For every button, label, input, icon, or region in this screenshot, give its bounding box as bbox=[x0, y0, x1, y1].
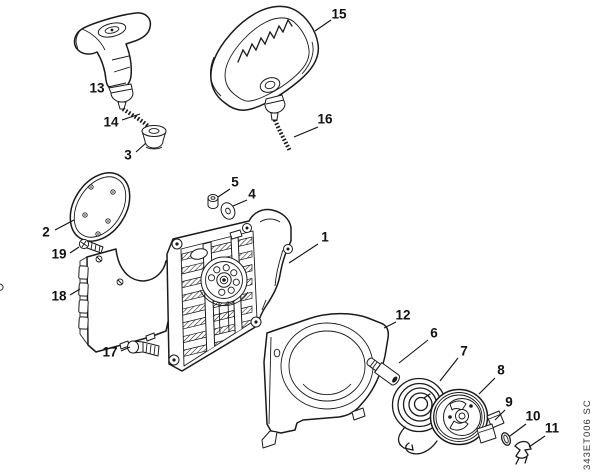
leader-line-10 bbox=[509, 423, 527, 437]
part-5-nut bbox=[207, 194, 219, 209]
rotor-rope-tail bbox=[405, 440, 438, 455]
part-13-starter-grip bbox=[73, 12, 152, 110]
leader-line-14 bbox=[121, 113, 141, 121]
callout-6: 6 bbox=[430, 326, 438, 341]
part-3-rope-bushing bbox=[141, 125, 167, 150]
callout-14: 14 bbox=[103, 115, 119, 130]
leader-line-15 bbox=[314, 19, 332, 32]
callout-8: 8 bbox=[497, 363, 505, 378]
leader-line-5 bbox=[217, 188, 231, 198]
leader-line-12 bbox=[383, 321, 397, 329]
part-19-screw bbox=[78, 238, 104, 254]
leader-line-16 bbox=[293, 126, 319, 138]
leader-line-2 bbox=[54, 219, 75, 231]
callout-7: 7 bbox=[460, 344, 468, 359]
leader-line-11 bbox=[528, 435, 546, 448]
part-2-cover-plate bbox=[69, 172, 131, 242]
leader-line-4 bbox=[232, 199, 248, 207]
leader-line-1 bbox=[288, 243, 319, 264]
callout-16: 16 bbox=[317, 112, 333, 127]
part-4-washer bbox=[220, 202, 236, 220]
part-18-baffle-plate bbox=[78, 248, 174, 353]
part-6-pin bbox=[366, 357, 401, 386]
leader-line-18 bbox=[69, 288, 81, 296]
plate-tabs bbox=[78, 265, 89, 330]
callout-4: 4 bbox=[248, 187, 256, 202]
leader-line-9 bbox=[494, 409, 506, 421]
callout-17: 17 bbox=[102, 345, 117, 360]
part-1-fan-housing bbox=[0, 208, 293, 372]
callout-12: 12 bbox=[395, 308, 410, 323]
callout-9: 9 bbox=[505, 395, 513, 410]
callout-19: 19 bbox=[51, 247, 66, 262]
leader-line-6 bbox=[398, 339, 429, 364]
corner-bosses bbox=[168, 223, 293, 366]
part-10-ring bbox=[500, 432, 512, 446]
callout-11: 11 bbox=[545, 421, 560, 436]
callout-3: 3 bbox=[124, 148, 132, 163]
part-14-starter-rope bbox=[121, 107, 151, 129]
diagram-code: 343ET006 SC bbox=[582, 399, 593, 470]
leader-line-8 bbox=[478, 377, 496, 395]
leader-line-7 bbox=[439, 357, 459, 382]
callout-13: 13 bbox=[89, 81, 105, 96]
rivets bbox=[82, 184, 116, 237]
callout-5: 5 bbox=[231, 175, 239, 190]
callout-2: 2 bbox=[42, 225, 50, 240]
part-17-screw bbox=[127, 340, 160, 357]
leader-line-19 bbox=[69, 246, 80, 254]
callout-15: 15 bbox=[331, 7, 347, 22]
leader-line-17 bbox=[120, 346, 131, 352]
part-8-rope-rotor bbox=[405, 388, 489, 455]
leader-line-13 bbox=[107, 82, 127, 88]
part-16-starter-rope bbox=[273, 119, 292, 152]
rope-rotor-mount bbox=[0, 256, 249, 335]
callout-10: 10 bbox=[525, 409, 540, 424]
callout-1: 1 bbox=[321, 230, 329, 245]
part-15-loop-grip bbox=[209, 5, 320, 121]
part-11-spring-clip bbox=[514, 440, 532, 465]
leader-line-3 bbox=[135, 142, 147, 153]
part-12-starter-cover bbox=[261, 312, 390, 449]
grip-spring-coil bbox=[237, 18, 293, 63]
callout-18: 18 bbox=[51, 289, 67, 304]
